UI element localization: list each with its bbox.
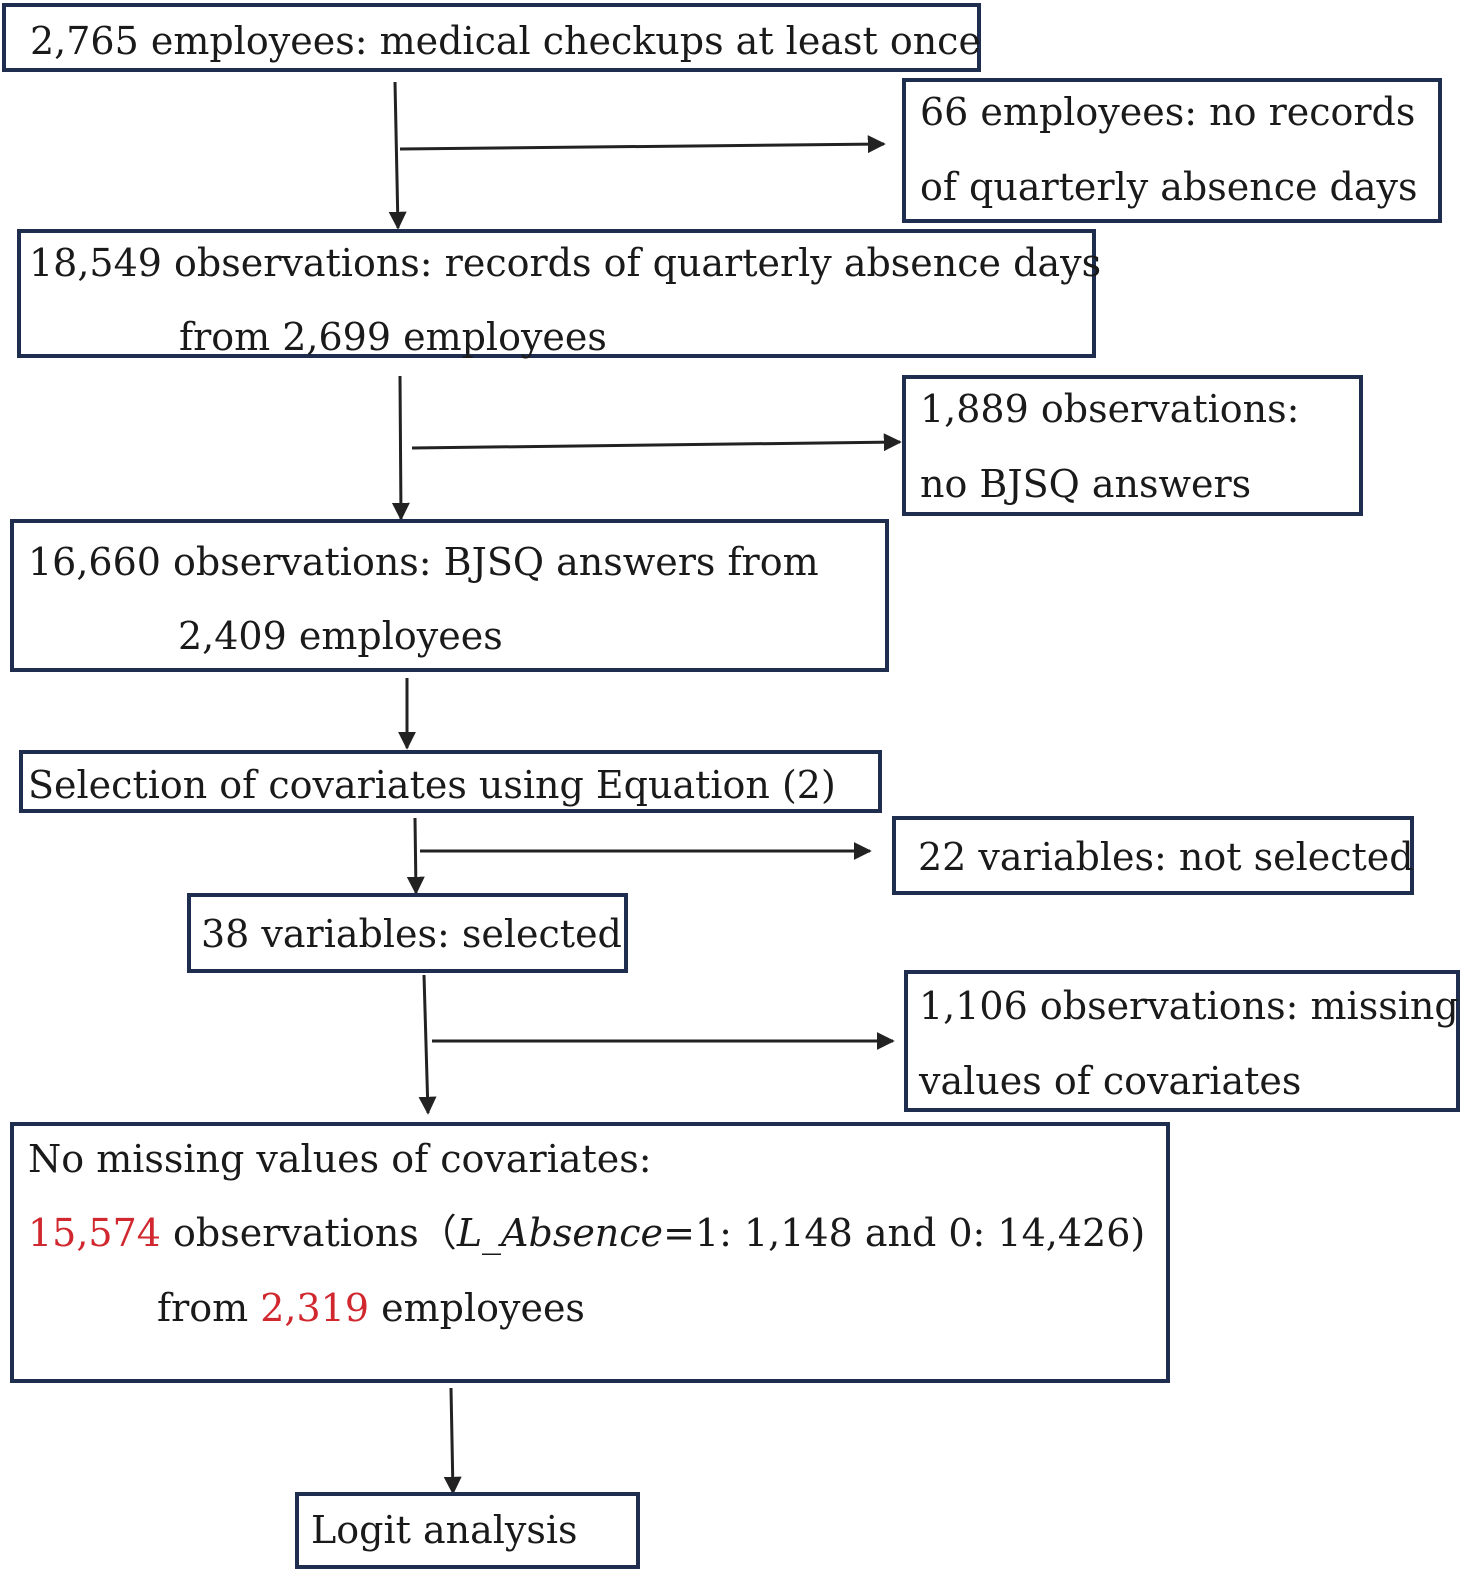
arrow-right-1: [399, 135, 886, 154]
box-no-absence-records-line2: of quarterly absence days: [920, 165, 1418, 209]
variable-name: L_Absence: [456, 1211, 664, 1255]
box-employees: 2,765 employees: medical checkups at lea…: [2, 3, 981, 72]
box-no-bjsq: 1,889 observations: no BJSQ answers: [902, 375, 1363, 516]
box-absence-records-line2: from 2,699 employees: [179, 315, 607, 359]
employees-label: employees: [369, 1286, 585, 1330]
observations-label: observations（: [160, 1211, 457, 1255]
box-selection: Selection of covariates using Equation (…: [19, 750, 882, 813]
arrow-down-5: [418, 974, 437, 1115]
box-no-bjsq-line1: 1,889 observations:: [920, 387, 1300, 431]
box-missing-values-line2: values of covariates: [919, 1059, 1302, 1103]
box-selected-text: 38 variables: selected: [201, 912, 622, 956]
arrow-down-6: [443, 1387, 462, 1495]
box-missing-values-line1: 1,106 observations: missing: [919, 984, 1459, 1028]
box-no-missing-line2: 15,574 observations（L_Absence=1: 1,148 a…: [28, 1196, 1145, 1270]
box-missing-values: 1,106 observations: missing values of co…: [904, 970, 1460, 1112]
box-logit-text: Logit analysis: [311, 1508, 578, 1552]
box-not-selected-text: 22 variables: not selected: [918, 835, 1414, 879]
box-not-selected: 22 variables: not selected: [892, 816, 1414, 895]
box-logit: Logit analysis: [295, 1492, 640, 1569]
box-no-bjsq-line2: no BJSQ answers: [920, 462, 1252, 506]
arrow-right-2: [411, 433, 902, 452]
observation-count: 15,574: [28, 1211, 161, 1255]
box-absence-records: 18,549 observations: records of quarterl…: [17, 229, 1101, 359]
employee-count: 2,319: [260, 1286, 370, 1330]
box-no-absence-records: 66 employees: no records of quarterly ab…: [902, 78, 1442, 223]
arrow-down-2: [391, 375, 410, 521]
box-no-missing: No missing values of covariates: 15,574 …: [10, 1122, 1170, 1383]
box-bjsq-answers-line1: 16,660 observations: BJSQ answers from: [28, 540, 819, 584]
box-selection-text: Selection of covariates using Equation (…: [28, 763, 836, 807]
box-no-missing-line1: No missing values of covariates:: [28, 1137, 652, 1181]
box-absence-records-line1: 18,549 observations: records of quarterl…: [29, 241, 1102, 285]
arrow-down-1: [388, 81, 407, 230]
box-bjsq-answers: 16,660 observations: BJSQ answers from 2…: [10, 519, 889, 672]
box-bjsq-answers-line2: 2,409 employees: [178, 614, 503, 658]
arrow-down-4: [406, 817, 425, 895]
outcome-breakdown: =1: 1,148 and 0: 14,426): [663, 1211, 1146, 1255]
box-no-missing-line3: from 2,319 employees: [157, 1271, 585, 1345]
box-employees-text: 2,765 employees: medical checkups at lea…: [30, 19, 981, 63]
box-selected: 38 variables: selected: [187, 893, 628, 973]
box-no-absence-records-line1: 66 employees: no records: [920, 90, 1416, 134]
from-label: from: [157, 1286, 261, 1330]
